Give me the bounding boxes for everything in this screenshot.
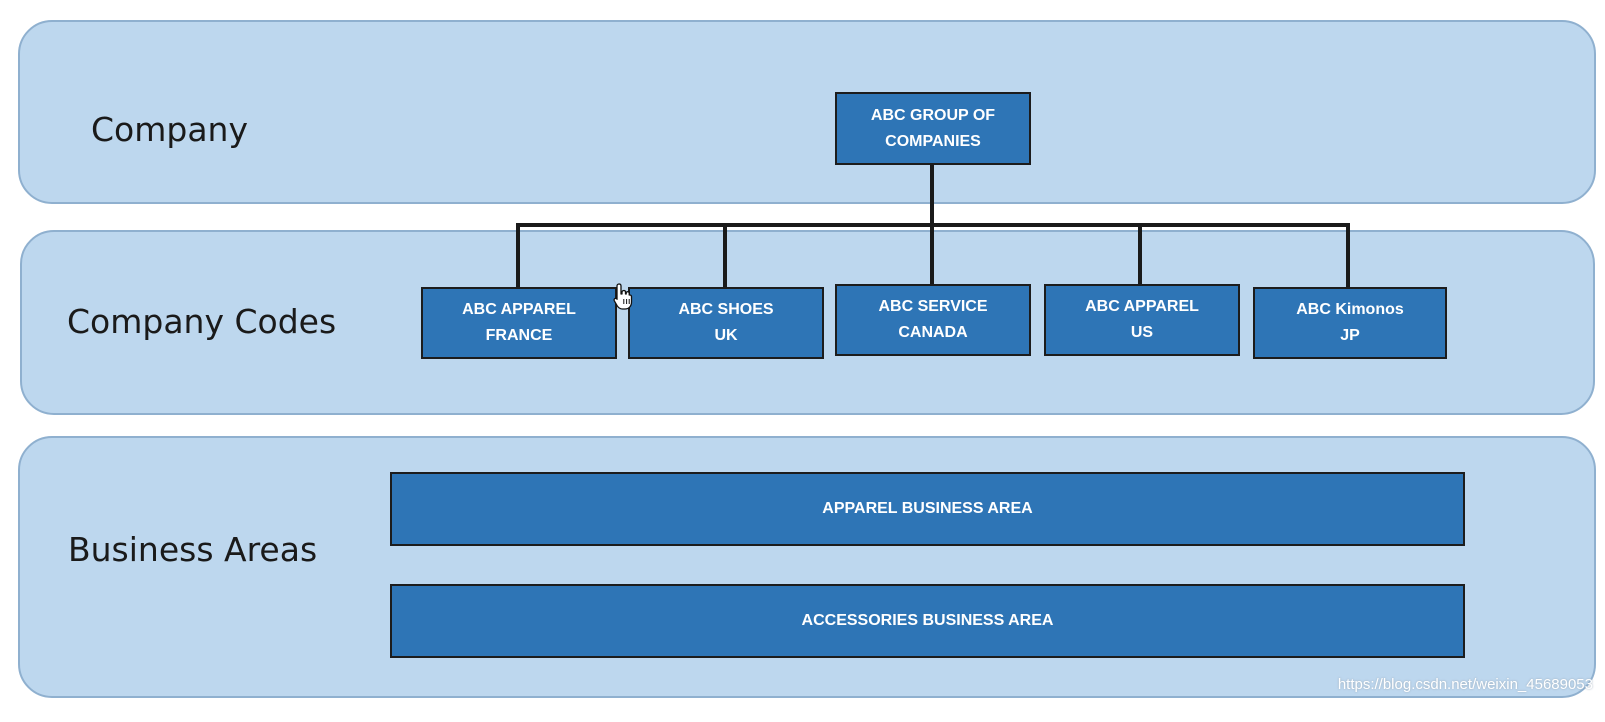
- company-band: [18, 20, 1596, 204]
- node-line: UK: [714, 327, 738, 344]
- node-abc-shoes-uk[interactable]: ABC SHOES UK: [628, 287, 824, 359]
- apparel-business-area[interactable]: APPAREL BUSINESS AREA: [390, 472, 1465, 546]
- node-line: ABC SHOES: [678, 301, 774, 318]
- node-line: ABC APPAREL: [462, 301, 576, 318]
- node-abc-apparel-us[interactable]: ABC APPAREL US: [1044, 284, 1240, 356]
- node-abc-kimonos-jp[interactable]: ABC Kimonos JP: [1253, 287, 1447, 359]
- node-line: COMPANIES: [885, 132, 981, 150]
- node-line: ABC Kimonos: [1296, 301, 1404, 318]
- node-line: ABC GROUP OF: [870, 106, 996, 124]
- company-label: Company: [91, 110, 248, 149]
- node-line: ABC APPAREL: [1085, 298, 1199, 315]
- node-line: FRANCE: [485, 327, 553, 344]
- company-codes-label: Company Codes: [67, 302, 337, 341]
- accessories-business-area[interactable]: ACCESSORIES BUSINESS AREA: [390, 584, 1465, 658]
- watermark: https://blog.csdn.net/weixin_45689053: [1337, 676, 1593, 693]
- node-abc-group-of-companies[interactable]: ABC GROUP OF COMPANIES: [835, 92, 1031, 165]
- node-line: JP: [1340, 327, 1360, 344]
- business-areas-label: Business Areas: [68, 530, 318, 569]
- hand-pointer-icon: [613, 283, 633, 310]
- node-line: US: [1130, 324, 1154, 341]
- node-abc-service-canada[interactable]: ABC SERVICE CANADA: [835, 284, 1031, 356]
- node-line: CANADA: [898, 324, 968, 341]
- node-line: ABC SERVICE: [878, 298, 988, 315]
- node-abc-apparel-france[interactable]: ABC APPAREL FRANCE: [421, 287, 617, 359]
